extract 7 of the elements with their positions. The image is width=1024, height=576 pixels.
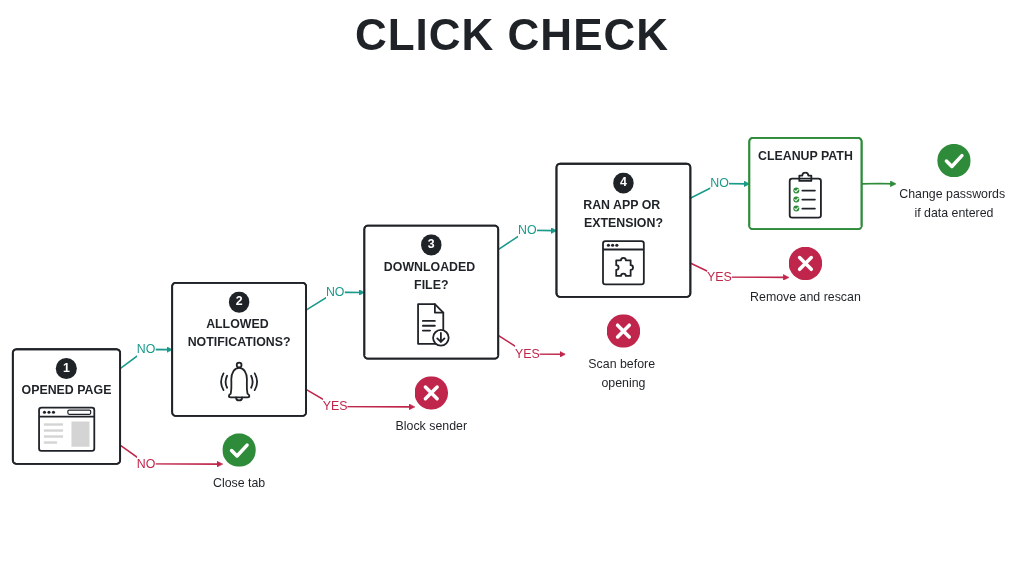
arrow xyxy=(119,444,223,468)
step-heading: ALLOWED NOTIFICATIONS? xyxy=(187,316,291,350)
title: CLICK CHECK xyxy=(354,10,670,60)
step-heading: RAN APP OR EXTENSION? xyxy=(582,197,664,231)
step-heading: CLEANUP PATH xyxy=(757,148,853,163)
step-heading: OPENED PAGE xyxy=(21,383,111,398)
step-heading: DOWNLOADED FILE? xyxy=(383,259,476,293)
